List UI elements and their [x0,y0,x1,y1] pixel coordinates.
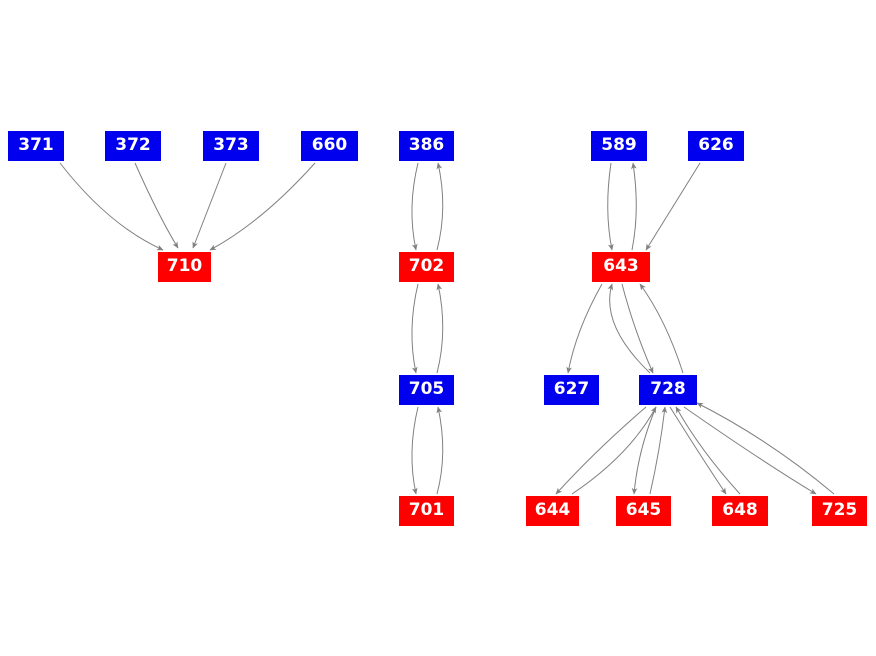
graph-node-label: 643 [603,255,639,276]
graph-node-label: 710 [166,255,203,276]
edge-728-to-725 [683,406,817,495]
edge-728-to-643 [607,283,651,374]
edge-728-to-648 [669,406,727,495]
edge-589-to-643 [607,162,614,251]
graph-node-701[interactable]: 701 [399,496,454,526]
graph-node-705[interactable]: 705 [399,375,454,405]
graph-node-label: 725 [821,499,858,520]
edge-725-to-728 [696,402,835,495]
edge-648-to-728 [675,406,741,495]
graph-node-728[interactable]: 728 [639,375,697,405]
graph-node-371[interactable]: 371 [8,131,64,161]
graph-node-label: 589 [601,134,637,155]
edge-728-to-645 [631,406,657,495]
graph-node-label: 728 [650,378,686,399]
graph-node-label: 386 [408,134,445,155]
graph-node-725[interactable]: 725 [812,496,867,526]
graph-node-label: 373 [213,134,249,155]
graph-node-373[interactable]: 373 [203,131,259,161]
edge-645-to-728 [649,406,668,495]
graph-node-644[interactable]: 644 [526,496,579,526]
edge-372-to-710 [134,162,179,249]
edge-643-to-589 [631,162,637,251]
edge-728-to-644 [555,406,647,495]
edge-373-to-710 [192,162,227,249]
edge-702-to-386 [436,162,444,251]
edge-701-to-705 [436,406,444,495]
graph-node-label: 705 [408,378,445,399]
edge-626-to-643 [645,162,701,251]
graph-node-label: 702 [408,255,445,276]
edge-660-to-710 [209,162,316,251]
graph-node-label: 371 [18,134,54,155]
graph-node-label: 372 [115,134,151,155]
graph-node-label: 645 [625,499,662,520]
graph-node-372[interactable]: 372 [105,131,161,161]
graph-node-386[interactable]: 386 [399,131,454,161]
graph-node-label: 627 [553,378,590,399]
edge-386-to-702 [411,162,419,251]
graph-node-label: 660 [311,134,348,155]
edge-728-to-643 [639,283,684,374]
graph-node-660[interactable]: 660 [301,131,358,161]
graph-node-645[interactable]: 645 [616,496,671,526]
graph-node-label: 701 [408,499,445,520]
edge-371-to-710 [59,162,164,251]
graph-node-label: 644 [534,499,571,520]
graph-node-label: 626 [698,134,734,155]
edge-705-to-701 [411,406,419,495]
edge-643-to-728 [621,283,654,374]
graph-node-643[interactable]: 643 [592,252,650,282]
graph-node-626[interactable]: 626 [688,131,744,161]
graph-node-702[interactable]: 702 [399,252,454,282]
graph-node-710[interactable]: 710 [158,252,211,282]
edge-644-to-728 [571,406,657,495]
graph-node-648[interactable]: 648 [712,496,768,526]
edge-702-to-705 [411,283,419,374]
graph-node-627[interactable]: 627 [544,375,599,405]
graph-node-label: 648 [722,499,758,520]
edge-705-to-702 [436,283,444,374]
edge-643-to-627 [566,283,603,374]
graph-node-589[interactable]: 589 [591,131,647,161]
